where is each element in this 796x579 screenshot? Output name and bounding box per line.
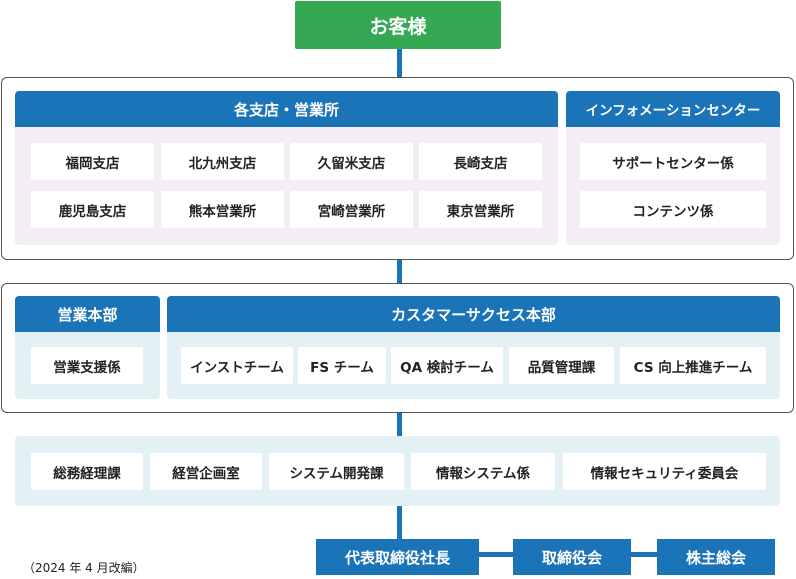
connector-departments-to-president — [397, 505, 402, 541]
connector-group1-to-group2 — [397, 259, 402, 284]
info-center-item: サポートセンター係 — [580, 143, 766, 180]
connector-board-to-shareholders — [630, 552, 658, 557]
cs-hq-item: QA 検討チーム — [391, 347, 503, 384]
department-item: 総務経理課 — [31, 453, 143, 490]
cs-hq-header: カスタマーサクセス本部 — [167, 296, 780, 332]
branches-header: 各支店・営業所 — [15, 91, 558, 127]
board-box: 取締役会 — [513, 539, 631, 575]
department-item: 情報システム係 — [411, 453, 555, 490]
branch-item: 宮崎営業所 — [290, 191, 413, 228]
department-item: 情報セキュリティ委員会 — [563, 453, 766, 490]
branch-item: 福岡支店 — [31, 143, 154, 180]
revision-note: （2024 年 4 月改編） — [23, 561, 145, 575]
branch-item: 北九州支店 — [161, 143, 284, 180]
branch-item: 長崎支店 — [419, 143, 542, 180]
sales-hq-header: 営業本部 — [15, 296, 160, 332]
cs-hq-item: 品質管理課 — [509, 347, 614, 384]
connector-customer-to-group1 — [397, 48, 402, 78]
cs-hq-item: インストチーム — [181, 347, 293, 384]
connector-president-to-board — [478, 552, 514, 557]
branch-item: 鹿児島支店 — [31, 191, 154, 228]
branch-item: 熊本営業所 — [161, 191, 284, 228]
department-item: 経営企画室 — [150, 453, 262, 490]
connector-group2-to-departments — [397, 412, 402, 438]
customer-box: お客様 — [295, 1, 501, 49]
department-item: システム開発課 — [269, 453, 404, 490]
sales-hq-item: 営業支援係 — [31, 347, 143, 384]
info-center-header: インフォメーションセンター — [566, 91, 780, 127]
cs-hq-item: CS 向上推進チーム — [620, 347, 766, 384]
cs-hq-item: FS チーム — [298, 347, 386, 384]
president-box: 代表取締役社長 — [316, 539, 479, 575]
branch-item: 東京営業所 — [419, 191, 542, 228]
shareholders-box: 株主総会 — [657, 539, 775, 575]
branch-item: 久留米支店 — [290, 143, 413, 180]
info-center-item: コンテンツ係 — [580, 191, 766, 228]
